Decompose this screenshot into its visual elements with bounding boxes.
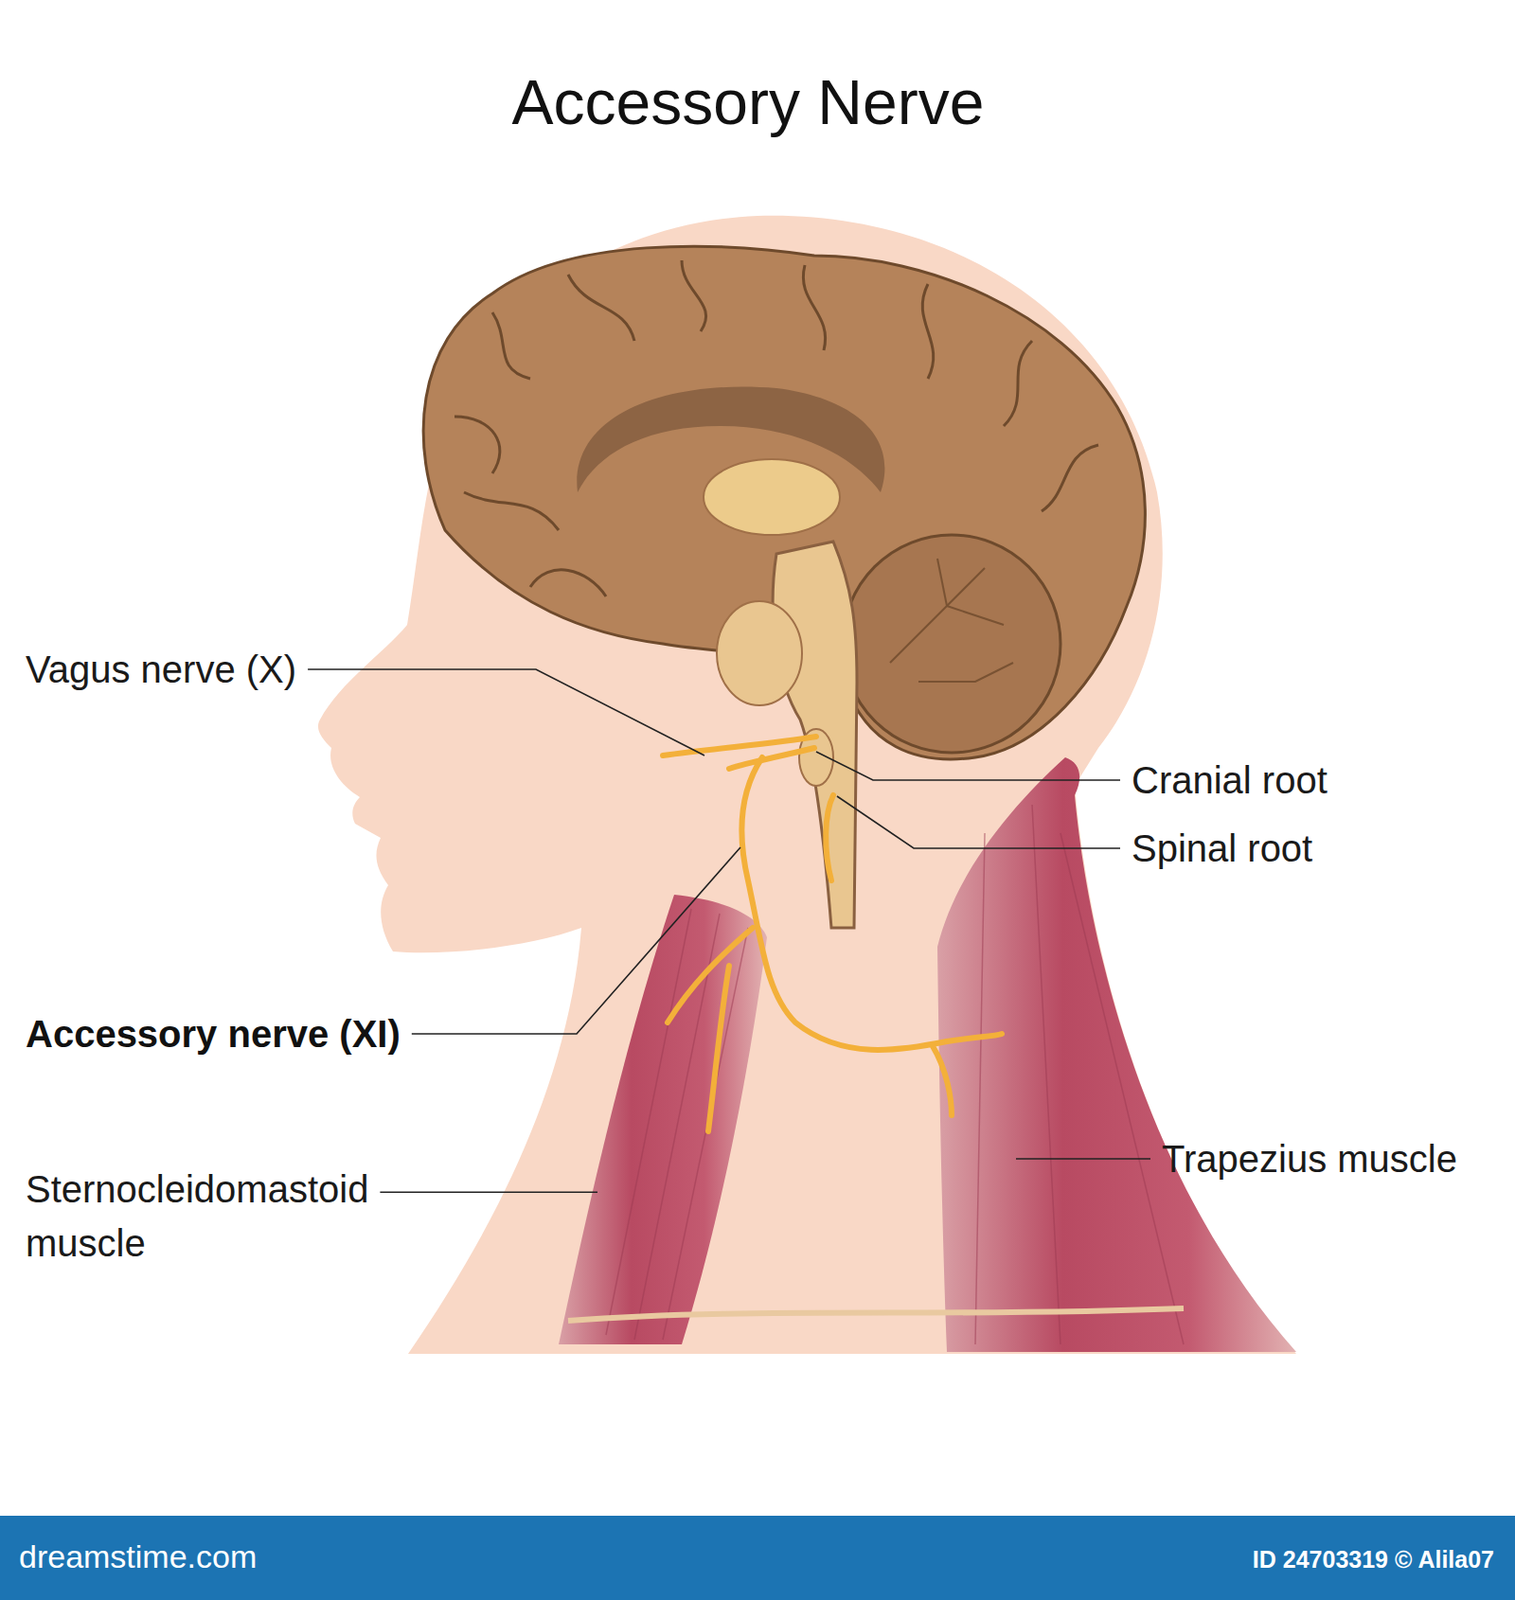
thalamus (703, 459, 840, 535)
clavicle (568, 1308, 1184, 1321)
leader-lines (307, 669, 1151, 1193)
part-label: Accessory nerve (XI) (25, 1011, 401, 1057)
diagram-title: Accessory Nerve (0, 64, 1497, 141)
part-label: Trapezius muscle (1161, 1136, 1458, 1182)
part-label: Sternocleidomastoid muscle (25, 1162, 424, 1271)
anatomy-illustration (0, 0, 1515, 1515)
pons (716, 601, 803, 706)
cerebrum (423, 246, 1145, 760)
watermark: dreamstime.com (18, 1537, 257, 1577)
watermark: ID 24703319 © Alila07 (1252, 1545, 1495, 1574)
cerebellum (842, 534, 1061, 753)
sternocleidomastoid (558, 894, 767, 1345)
part-label: Vagus nerve (X) (25, 646, 297, 693)
part-label: Spinal root (1131, 825, 1313, 872)
nerves (662, 736, 1002, 1132)
part-label: Cranial root (1131, 757, 1328, 803)
